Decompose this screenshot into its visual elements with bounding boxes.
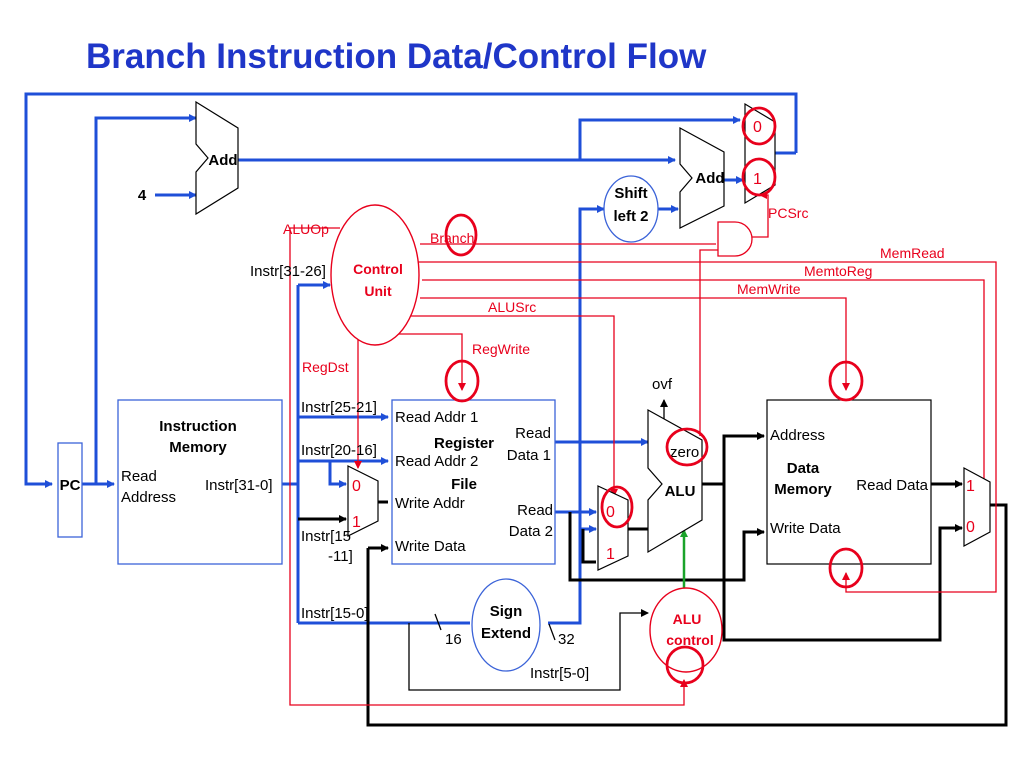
imem-title-line1: Instruction [159,418,237,435]
pc-adder [195,100,239,216]
shift-left-2 [603,175,659,243]
field-15-11-line2: -11] [328,548,353,565]
alu-control-label1: ALU [673,611,702,627]
highlight-regwrite [444,359,480,403]
instruction-memory [117,399,283,565]
control-label2: Unit [364,283,392,299]
pc-mux-in0: 0 [753,119,762,136]
memtoreg-mux-in1: 1 [966,478,975,495]
highlight-circles [444,106,864,685]
shift-label2: left 2 [613,208,648,225]
signal-memtoreg: MemtoReg [804,263,872,279]
signal-regdst: RegDst [302,359,349,375]
pc-register [57,442,83,538]
alu-label: ALU [665,483,696,500]
reg-write-data: Write Data [395,538,466,555]
signal-pcsrc: PCSrc [768,205,808,221]
reg-out1-line2: Data 1 [507,447,551,464]
highlight-pc-mux-in0 [741,106,777,146]
field-5-0: Instr[5-0] [530,665,589,682]
reg-out2-line2: Data 2 [509,523,553,540]
reg-read-addr2: Read Addr 2 [395,453,478,470]
sign-extend-label2: Extend [481,625,531,642]
imem-output-label: Instr[31-0] [205,477,273,494]
memtoreg-mux-in0: 0 [966,519,975,536]
sign-extend [471,578,541,672]
reg-out2-line1: Read [517,502,553,519]
regfile-title2: File [451,476,477,493]
dmem-title1: Data [787,460,820,477]
signal-alusrc: ALUSrc [488,299,536,315]
highlight-memread [828,360,864,402]
alusrc-mux [597,485,629,571]
field-25-21: Instr[25-21] [301,399,377,416]
control-unit [330,204,420,346]
page-title: Branch Instruction Data/Control Flow [86,37,707,76]
imem-read-label1: Read [121,468,157,485]
highlight-aluop [665,645,705,685]
field-20-16: Instr[20-16] [301,442,377,459]
constant-four: 4 [138,187,147,204]
field-15-0: Instr[15-0] [301,605,369,622]
highlight-memwrite [828,547,864,589]
reg-read-addr1: Read Addr 1 [395,409,478,426]
branch-adder [679,126,725,229]
signal-memread: MemRead [880,245,945,261]
highlight-pc-mux-in1 [741,157,777,197]
branch-and-gate [717,221,753,257]
dmem-read-data-label: Read Data [856,477,928,494]
alusrc-mux-in0: 0 [606,504,615,521]
signal-memwrite: MemWrite [737,281,801,297]
signal-aluop: ALUOp [283,221,329,237]
control-label1: Control [353,261,403,277]
alu-zero-label: zero [670,444,699,461]
dmem-address-label: Address [770,427,825,444]
regdst-mux [347,465,379,537]
pc-label: PC [60,477,81,494]
regfile-title1: Register [434,435,494,452]
pc-adder-label: Add [208,152,237,169]
alusrc-mux-in1: 1 [606,546,615,563]
dmem-title2: Memory [774,481,832,498]
signal-regwrite: RegWrite [472,341,530,357]
width-32: 32 [558,631,575,648]
imem-title-line2: Memory [169,439,227,456]
branch-adder-label: Add [695,170,724,187]
shift-label1: Shift [614,185,647,202]
highlight-branch [444,213,478,257]
pc-mux-in1: 1 [753,171,762,188]
imem-read-label2: Address [121,489,176,506]
alu-ovf-label: ovf [652,376,673,393]
field-15-11-line1: Instr[15 [301,528,351,545]
inactive-datapath [298,399,1008,727]
signal-branch: Branch [430,230,474,246]
regdst-mux-in1: 1 [352,514,361,531]
sign-extend-label1: Sign [490,603,523,620]
reg-write-addr: Write Addr [395,495,465,512]
data-memory [766,399,932,565]
active-datapath [24,92,798,625]
alu-control-unit [649,587,723,673]
highlight-alusrc [600,485,634,529]
width-16: 16 [445,631,462,648]
alu-control-label2: control [666,632,713,648]
dmem-write-data-label: Write Data [770,520,841,537]
highlight-zero [665,427,709,467]
regdst-mux-in0: 0 [352,478,361,495]
memtoreg-mux [963,466,991,548]
register-file [391,399,556,565]
reg-out1-line1: Read [515,425,551,442]
field-31-26: Instr[31-26] [250,263,326,280]
alu [647,408,703,554]
